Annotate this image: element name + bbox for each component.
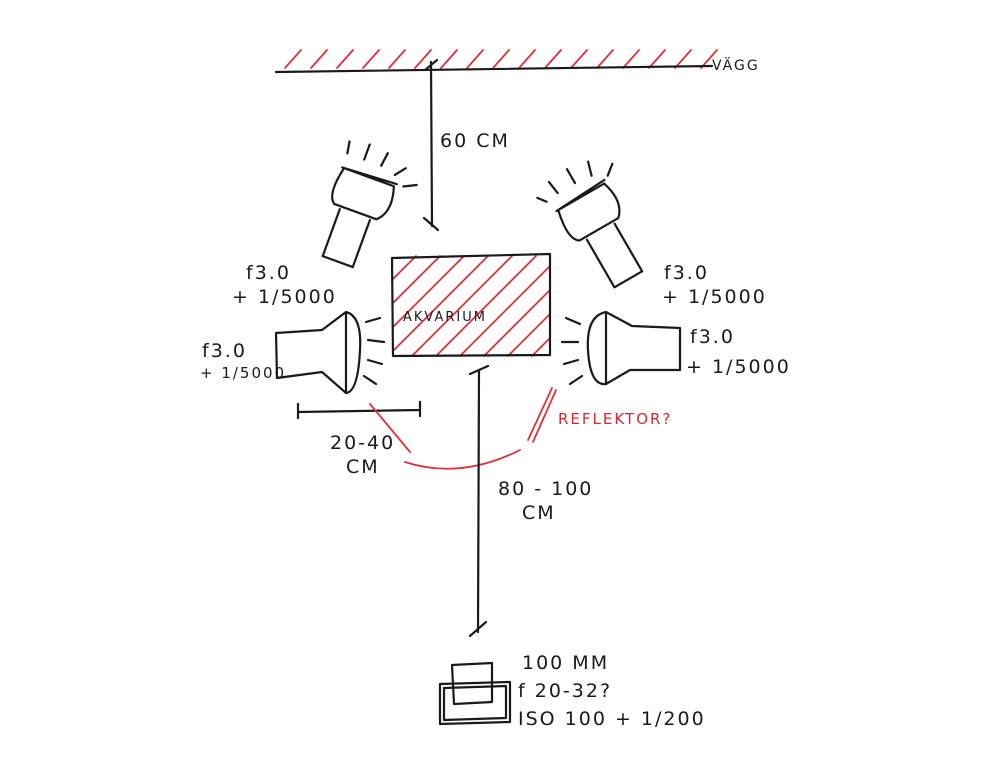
hatch-stroke xyxy=(388,49,406,69)
hatch-stroke xyxy=(570,49,588,69)
hatch-stroke xyxy=(284,49,302,69)
hatch-stroke xyxy=(435,255,537,357)
lamp-mid-left-shutter: + 1/5000 xyxy=(200,364,287,382)
hatch-stroke xyxy=(336,49,354,69)
hatch-stroke xyxy=(492,49,510,69)
lamp-top-left-shutter: + 1/5000 xyxy=(232,286,337,308)
lamp-distance-slash xyxy=(369,403,411,453)
lamp-distance-unit: CM xyxy=(346,456,380,478)
hatch-stroke xyxy=(411,255,513,357)
reflector-arc xyxy=(404,387,557,470)
camera-settings: ISO 100 + 1/200 xyxy=(518,708,706,730)
lamp-top-right-aperture: f3.0 xyxy=(664,262,709,284)
lamp-distance-line xyxy=(296,400,422,420)
hatch-stroke xyxy=(700,49,718,69)
hatch-stroke xyxy=(507,314,550,357)
hatch-stroke xyxy=(483,290,550,357)
lamp-mid-left-icon xyxy=(274,310,386,395)
hatch-stroke xyxy=(674,49,692,69)
lamp-mid-left-aperture: f3.0 xyxy=(202,340,247,362)
aquarium-box xyxy=(390,252,552,358)
hatch-stroke xyxy=(310,49,328,69)
lamp-distance-value: 20-40 xyxy=(330,432,396,454)
hatch-stroke xyxy=(362,49,380,69)
hatch-stroke xyxy=(392,255,417,280)
lamp-top-right-icon xyxy=(536,160,644,289)
hatch-stroke xyxy=(622,49,640,69)
hatch-stroke xyxy=(648,49,666,69)
lamp-mid-right-shutter: + 1/5000 xyxy=(686,356,791,378)
hatch-stroke xyxy=(531,338,550,357)
camera-distance-unit: CM xyxy=(522,502,556,524)
lamp-mid-right-aperture: f3.0 xyxy=(690,326,735,348)
wall-line xyxy=(274,64,714,74)
hatch-stroke xyxy=(466,49,484,69)
hatch-stroke xyxy=(596,49,614,69)
hatch-stroke xyxy=(392,255,441,304)
lamp-top-left-icon xyxy=(321,140,418,269)
reflector-label: REFLEKTOR? xyxy=(558,410,673,428)
aquarium-label: AKVARIUM xyxy=(403,310,487,325)
wall-distance-label: 60 CM xyxy=(440,130,510,152)
lamp-top-left-aperture: f3.0 xyxy=(246,262,291,284)
wall-label: VÄGG xyxy=(712,58,760,74)
hatch-stroke xyxy=(414,49,432,69)
hatch-stroke xyxy=(459,266,550,357)
lamp-top-right-shutter: + 1/5000 xyxy=(662,286,767,308)
lamp-mid-right-icon xyxy=(560,310,682,386)
hatch-stroke xyxy=(440,49,458,69)
wall-distance-line xyxy=(422,58,440,232)
camera-distance-value: 80 - 100 xyxy=(498,478,594,500)
camera-distance-line xyxy=(468,364,490,638)
hatch-stroke xyxy=(518,49,536,69)
camera-aperture: f 20-32? xyxy=(518,680,613,702)
hatch-stroke xyxy=(392,255,465,328)
hatch-stroke xyxy=(544,49,562,69)
camera-icon xyxy=(438,661,512,726)
aquarium-hatching xyxy=(392,255,550,357)
hatch-stroke xyxy=(392,255,489,352)
wall-hatching xyxy=(284,49,718,69)
camera-lens: 100 MM xyxy=(522,652,610,674)
